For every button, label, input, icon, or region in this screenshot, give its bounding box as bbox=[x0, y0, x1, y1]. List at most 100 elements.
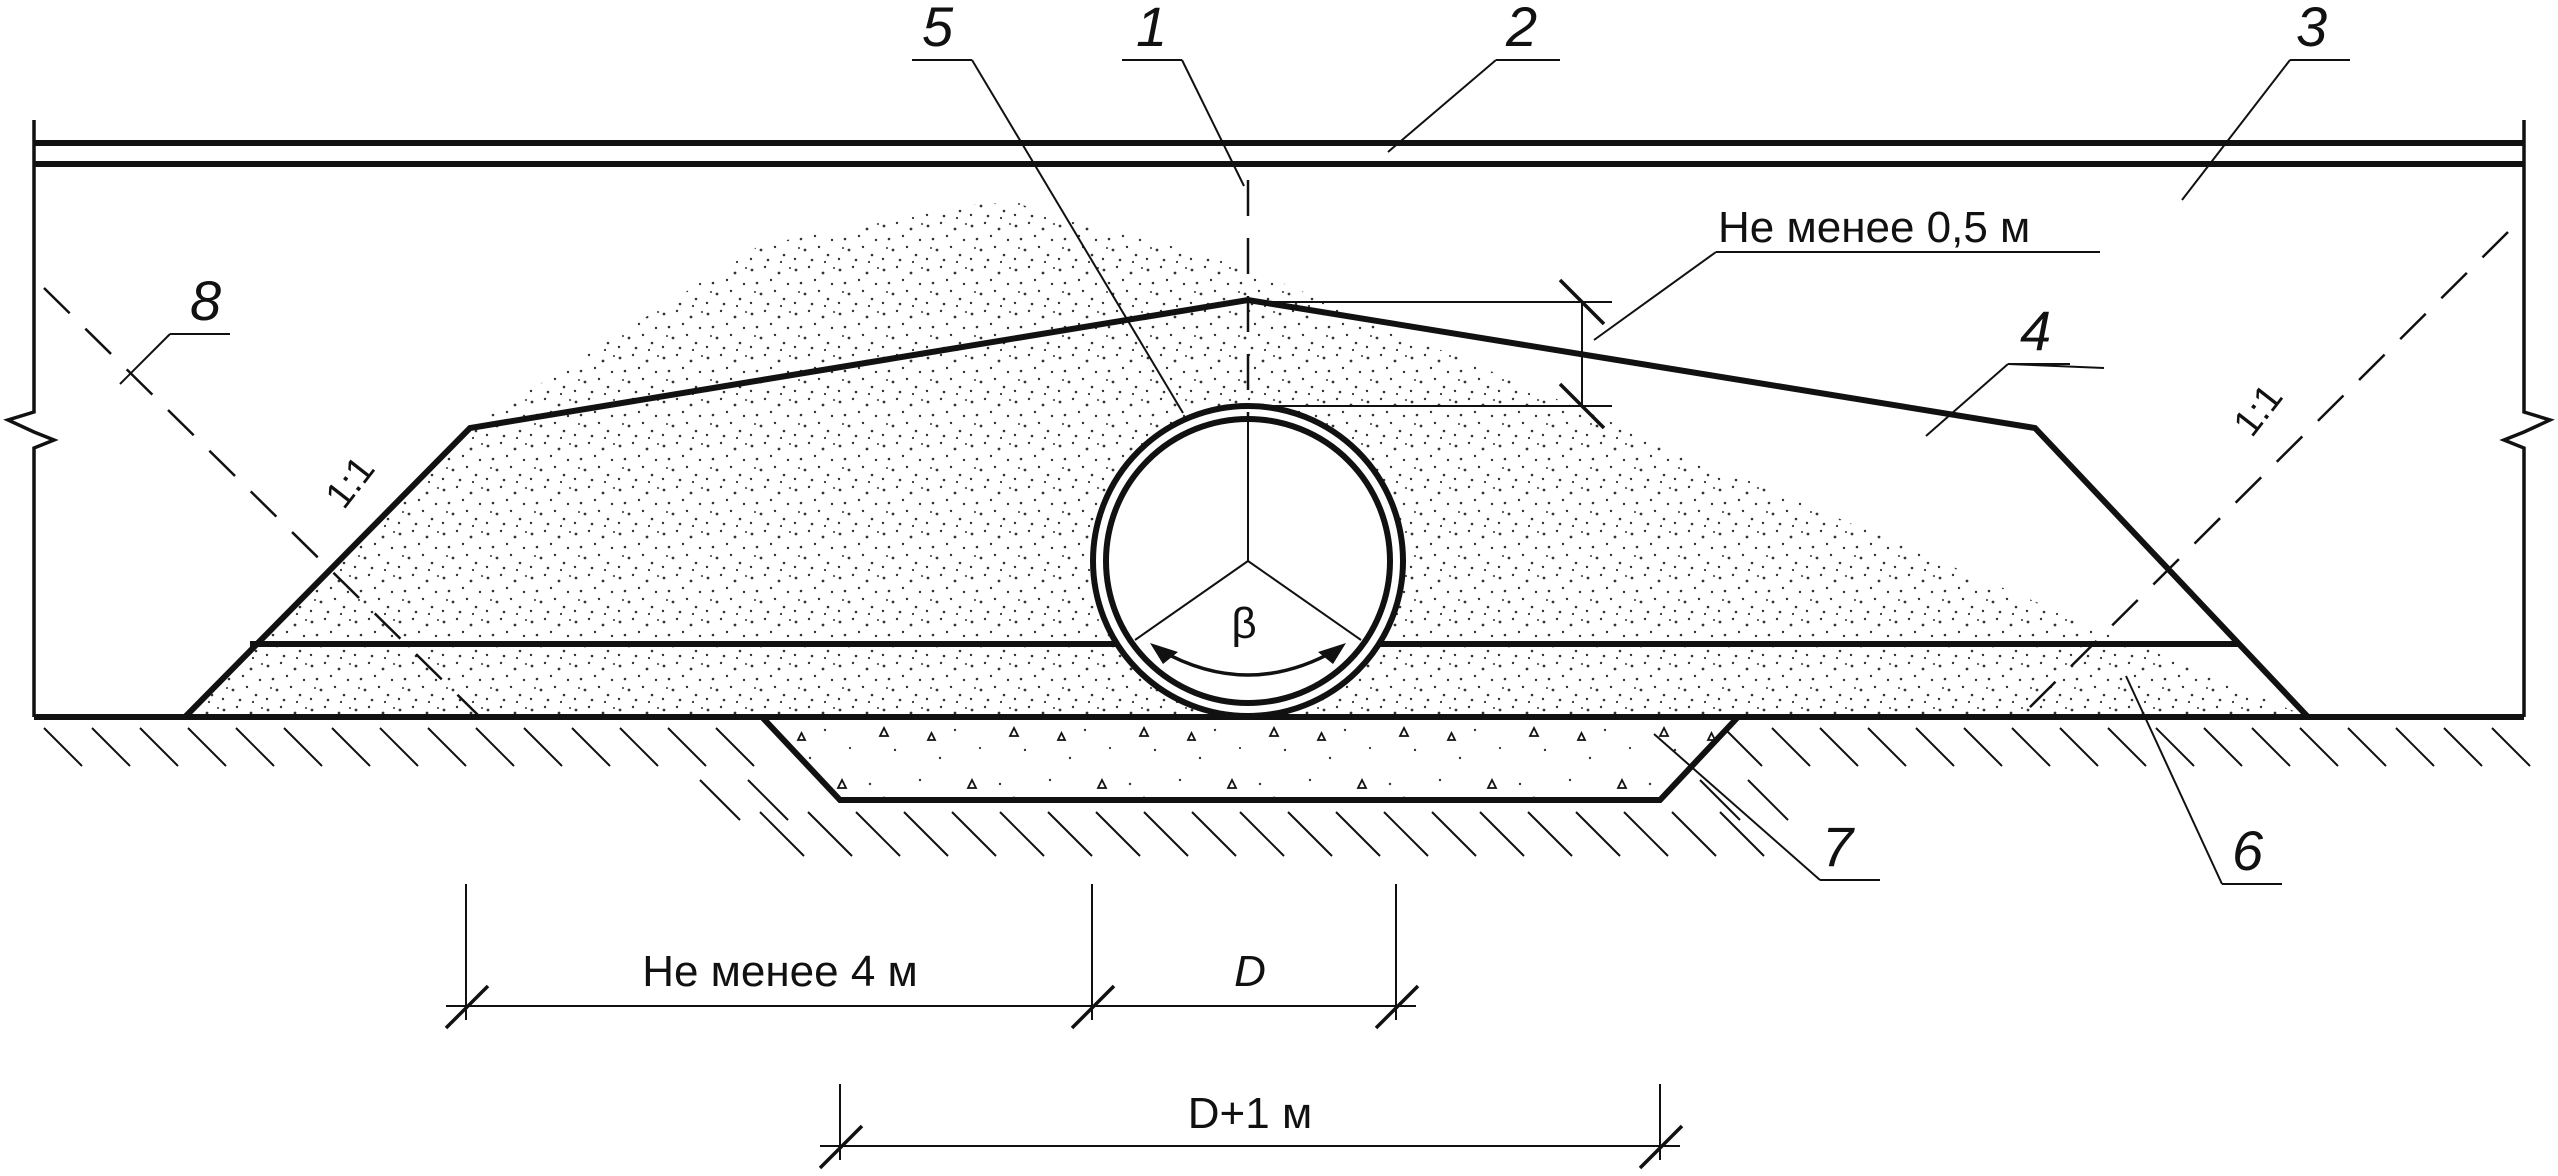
ground-hatch-stroke bbox=[2203, 727, 2243, 767]
angle-label: β bbox=[1231, 599, 1256, 648]
ground-hatch-stroke bbox=[2443, 727, 2483, 767]
slope-line-right bbox=[2019, 231, 2509, 718]
offset-min-label: Не менее 4 м bbox=[642, 947, 918, 996]
ground-hatch-stroke bbox=[1143, 811, 1189, 857]
ground-hatch-stroke bbox=[1623, 811, 1669, 857]
ground-hatch-stroke bbox=[331, 727, 371, 767]
cover-leader bbox=[1593, 251, 1717, 341]
ground-hatch-stroke bbox=[1723, 727, 1763, 767]
ground-hatch-stroke bbox=[1527, 811, 1573, 857]
leader-7 bbox=[1653, 733, 1821, 881]
ground-hatch-stroke bbox=[1699, 779, 1741, 821]
ground-hatch-stroke bbox=[1047, 811, 1093, 857]
ground-hatch-stroke bbox=[1671, 811, 1717, 857]
ground-hatch-stroke bbox=[999, 811, 1045, 857]
ground-hatch-stroke bbox=[807, 811, 853, 857]
ground-hatch-stroke bbox=[2395, 727, 2435, 767]
ground-hatch-stroke bbox=[1287, 811, 1333, 857]
leader-2 bbox=[1387, 59, 1497, 153]
ground-hatch-stroke bbox=[2491, 727, 2531, 767]
ground-hatch-stroke bbox=[1479, 811, 1525, 857]
ground-hatch-stroke bbox=[1095, 811, 1141, 857]
ground-hatch-stroke bbox=[2059, 727, 2099, 767]
break-line-left bbox=[3, 120, 59, 717]
angle-arrow-right bbox=[1318, 643, 1346, 664]
callout-8: 8 bbox=[190, 269, 221, 332]
callout-6: 6 bbox=[2232, 819, 2264, 882]
angle-ray-right bbox=[1247, 560, 1362, 641]
ground-hatch-stroke bbox=[1867, 727, 1907, 767]
callout-2: 2 bbox=[1505, 0, 1537, 58]
leader-5 bbox=[971, 59, 1184, 414]
ground-hatch-stroke bbox=[667, 727, 707, 767]
ground-hatch-stroke bbox=[1915, 727, 1955, 767]
ground-hatch-stroke bbox=[427, 727, 467, 767]
ground-hatch-stroke bbox=[1335, 811, 1381, 857]
slope-label-right: 1:1 bbox=[2226, 377, 2292, 444]
trench-width-label: D+1 м bbox=[1188, 1089, 1312, 1138]
ground-hatch-stroke bbox=[855, 811, 901, 857]
angle-arc bbox=[1159, 648, 1337, 677]
ground-hatch-stroke bbox=[379, 727, 419, 767]
ground-hatch-stroke bbox=[1431, 811, 1477, 857]
ground-hatch-stroke bbox=[2347, 727, 2387, 767]
ground-hatch-stroke bbox=[1771, 727, 1811, 767]
callout-1: 1 bbox=[1136, 0, 1167, 58]
ground-hatch-stroke bbox=[1575, 811, 1621, 857]
callout-7: 7 bbox=[1822, 815, 1855, 878]
dim-tick-5 bbox=[1638, 1124, 1684, 1170]
leader-8-b bbox=[119, 333, 171, 385]
ground-hatch-stroke bbox=[903, 811, 949, 857]
ground-hatch-stroke bbox=[43, 727, 83, 767]
callout-5: 5 bbox=[922, 0, 954, 58]
ground-hatching bbox=[43, 727, 2531, 857]
ground-hatch-stroke bbox=[283, 727, 323, 767]
ground-hatch-stroke bbox=[1191, 811, 1237, 857]
cover-tick-bottom bbox=[1558, 382, 1606, 430]
bottom-dimensions: Не менее 4 м D D+1 м bbox=[444, 884, 1684, 1170]
ground-hatch-stroke bbox=[747, 779, 789, 821]
ground-hatch-stroke bbox=[1239, 811, 1285, 857]
ground-hatch-stroke bbox=[715, 727, 755, 767]
ground-hatch-stroke bbox=[91, 727, 131, 767]
trench-outline bbox=[759, 714, 1741, 803]
cover-tick-top bbox=[1558, 278, 1606, 326]
diameter-label: D bbox=[1234, 947, 1266, 996]
dim-tick-4 bbox=[818, 1124, 864, 1170]
ground-hatch-stroke bbox=[1719, 811, 1765, 857]
ground-hatch-stroke bbox=[2011, 727, 2051, 767]
dim-tick-3 bbox=[1374, 984, 1420, 1030]
cover-min-label: Не менее 0,5 м bbox=[1718, 203, 2030, 252]
angle-ray-left bbox=[1134, 560, 1249, 641]
dim-tick-1 bbox=[444, 984, 490, 1030]
leader-4-b bbox=[1925, 363, 2009, 437]
ground-hatch-stroke bbox=[235, 727, 275, 767]
trench-fill-7 bbox=[762, 717, 1738, 800]
ground-hatch-stroke bbox=[2155, 727, 2195, 767]
ground-hatch-stroke bbox=[759, 811, 805, 857]
callout-4: 4 bbox=[2020, 299, 2051, 362]
ground-hatch-stroke bbox=[475, 727, 515, 767]
ground-hatch-stroke bbox=[2251, 727, 2291, 767]
ground-hatch-stroke bbox=[1963, 727, 2003, 767]
cover-dimension: Не менее 0,5 м bbox=[1248, 203, 2100, 430]
ground-hatch-stroke bbox=[1819, 727, 1859, 767]
ground-hatch-stroke bbox=[2299, 727, 2339, 767]
leader-6 bbox=[2125, 675, 2223, 885]
ground-hatch-stroke bbox=[1747, 779, 1789, 821]
ground-hatch-stroke bbox=[139, 727, 179, 767]
slope-label-left: 1:1 bbox=[318, 449, 384, 516]
angle-arrow-left bbox=[1150, 643, 1178, 664]
dim-tick-2 bbox=[1070, 984, 1116, 1030]
callouts: 5 1 2 3 4 8 7 6 bbox=[119, 0, 2350, 885]
ground-hatch-stroke bbox=[1383, 811, 1429, 857]
leader-3 bbox=[2181, 59, 2291, 201]
ground-hatch-stroke bbox=[187, 727, 227, 767]
ground-hatch-stroke bbox=[951, 811, 997, 857]
ground-hatch-stroke bbox=[523, 727, 563, 767]
slope-line-left bbox=[43, 287, 481, 718]
ground-hatch-stroke bbox=[571, 727, 611, 767]
ground-hatch-stroke bbox=[619, 727, 659, 767]
break-line-right bbox=[2499, 120, 2555, 717]
